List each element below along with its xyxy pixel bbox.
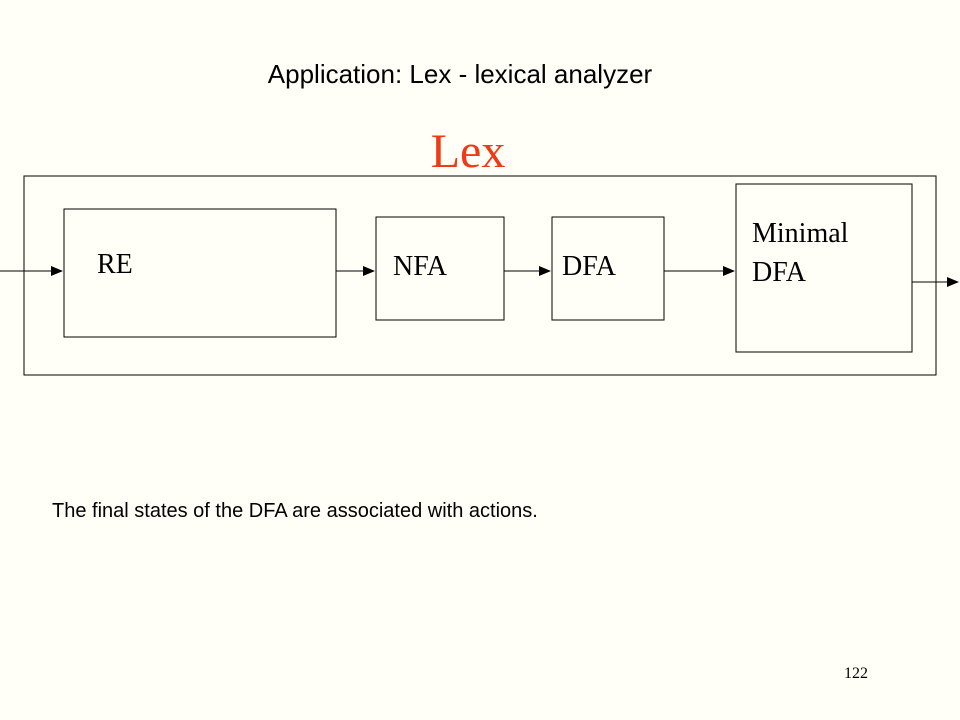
minimal-dfa-box: [735, 183, 913, 353]
minimal-dfa-label-line2: DFA: [752, 257, 806, 288]
minimal-dfa-label-line1: Minimal: [752, 218, 849, 249]
page-number: 122: [844, 665, 868, 682]
nfa-box: [375, 216, 505, 321]
dfa-box: [551, 216, 665, 321]
nfa-box-label: NFA: [393, 251, 447, 282]
dfa-box-label: DFA: [562, 251, 616, 282]
re-box: [63, 208, 337, 338]
lex-heading: Lex: [430, 125, 506, 178]
slide-title: Application: Lex - lexical analyzer: [267, 59, 653, 89]
lex-container-frame: [23, 175, 937, 376]
re-box-label: RE: [97, 249, 133, 280]
caption-text: The final states of the DFA are associat…: [52, 500, 538, 522]
